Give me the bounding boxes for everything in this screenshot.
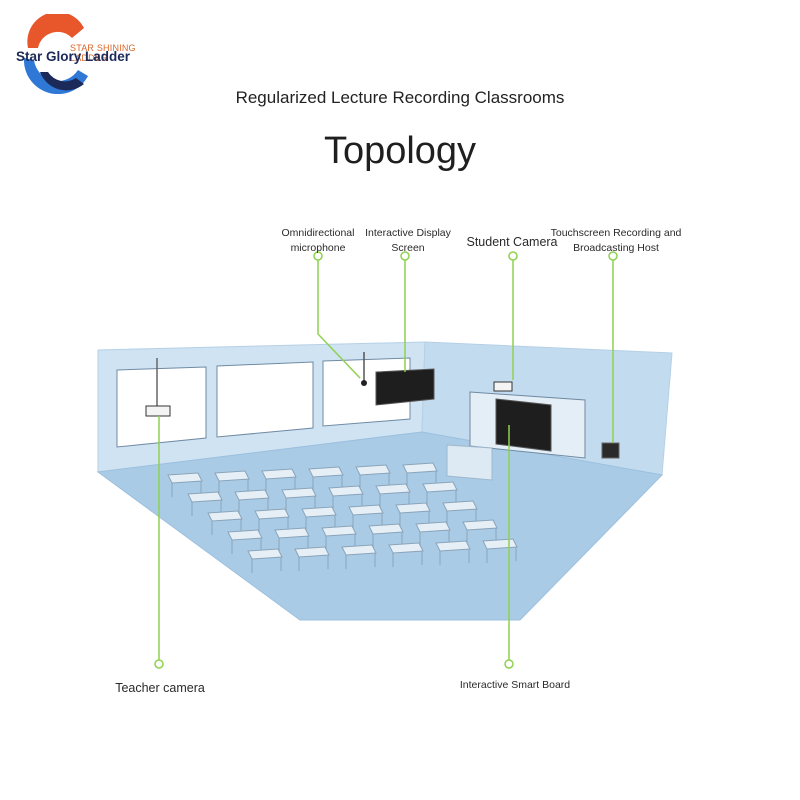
student-desk [247, 548, 283, 560]
student-desk [321, 525, 357, 537]
student-desk [301, 506, 337, 518]
student-desk [482, 538, 518, 550]
student-desk [328, 485, 364, 497]
student-desk [348, 504, 384, 516]
student-desk [167, 472, 203, 484]
student-desks [167, 462, 518, 573]
label-microphone: Omnidirectional microphone [281, 227, 355, 254]
student-desk [341, 544, 377, 556]
label-display-screen: Interactive Display Screen [365, 227, 451, 254]
label-teacher-camera: Teacher camera [115, 681, 205, 695]
display-screen [375, 368, 435, 406]
student-desk [402, 462, 438, 474]
student-desk [355, 464, 391, 476]
student-desk [274, 527, 310, 539]
student-desk [308, 466, 344, 478]
student-desk [388, 542, 424, 554]
student-desk [254, 508, 290, 520]
callout-dots [154, 251, 618, 669]
brand-logo: STAR SHINING LADDER Star Glory Ladder [14, 11, 164, 95]
student-desk [435, 540, 471, 552]
label-recording-host: Touchscreen Recording and Broadcasting H… [550, 227, 682, 254]
smart-board-screen [495, 398, 552, 452]
page-subtitle: Regularized Lecture Recording Classrooms [235, 88, 565, 107]
logo-tagline: STAR SHINING LADDER [70, 43, 136, 63]
student-desk [294, 546, 330, 558]
student-camera-icon [493, 381, 513, 392]
student-desk [375, 483, 411, 495]
podium [446, 444, 493, 481]
student-desk [187, 491, 223, 503]
student-desk [462, 519, 498, 531]
student-desk [368, 523, 404, 535]
student-desk [214, 470, 250, 482]
callout-lines [158, 258, 614, 660]
student-desk [415, 521, 451, 533]
label-smart-board: Interactive Smart Board [459, 679, 571, 691]
label-student-camera: Student Camera [466, 235, 558, 249]
logo-name: Star Glory Ladder [16, 49, 131, 64]
student-desk [422, 481, 458, 493]
student-desk [281, 487, 317, 499]
student-desk [234, 489, 270, 501]
recording-host-icon [601, 442, 620, 459]
student-desk [207, 510, 243, 522]
student-desk [395, 502, 431, 514]
page-title: Topology [323, 130, 477, 172]
microphone-icon [361, 380, 367, 386]
teacher-camera-icon [145, 405, 171, 417]
wall-board-2 [216, 361, 314, 438]
student-desk [442, 500, 478, 512]
logo-emblem-icon [23, 11, 89, 95]
student-desk [261, 468, 297, 480]
student-desk [227, 529, 263, 541]
